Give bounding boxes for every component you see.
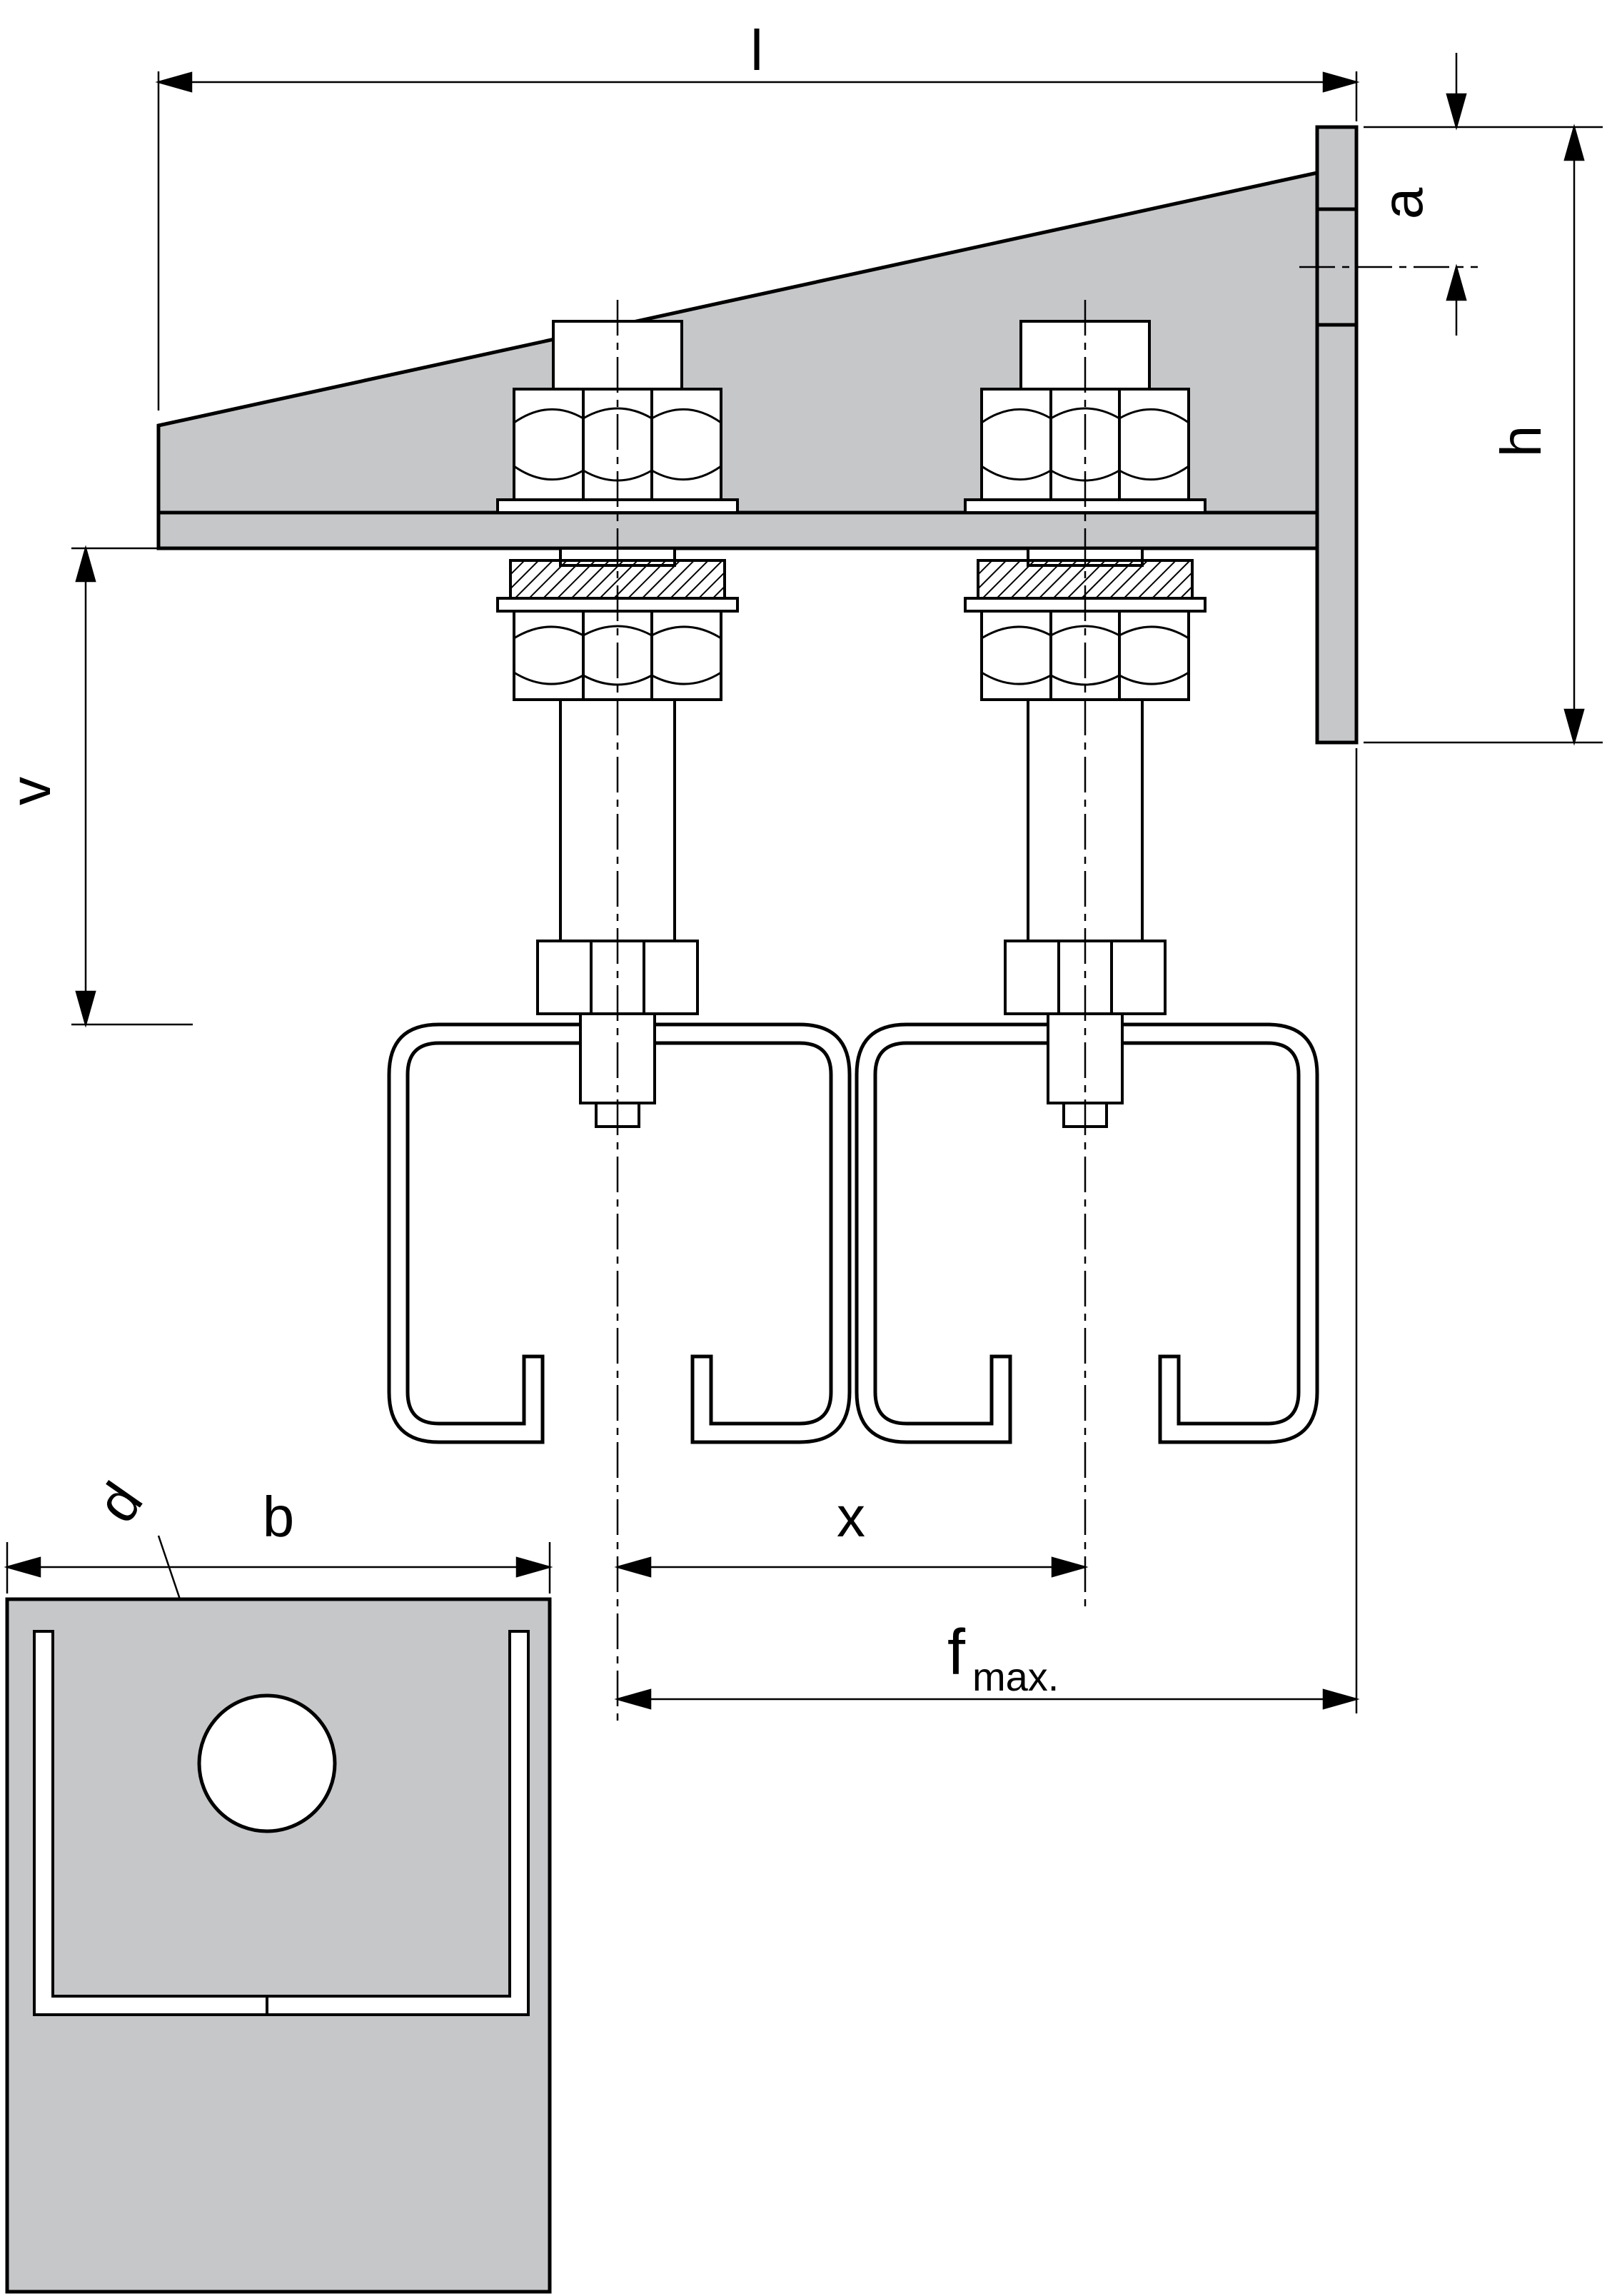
arrowhead <box>1446 93 1467 131</box>
dim-label-a: a <box>1371 187 1434 219</box>
arrowhead <box>614 1688 652 1710</box>
wall-mounting-plate <box>1315 125 1359 745</box>
arrowhead <box>155 71 193 93</box>
arrowhead <box>4 1556 41 1578</box>
mounting-hole-circle <box>197 1693 337 1833</box>
arrowhead <box>1446 263 1467 301</box>
arrowhead <box>614 1556 652 1578</box>
dim-label-h: h <box>1489 426 1553 458</box>
arrowhead <box>515 1556 553 1578</box>
dim-label-b: b <box>263 1485 295 1549</box>
arrowhead <box>1563 124 1585 161</box>
arrowhead <box>1563 708 1585 746</box>
dim-label-f-subscript: max. <box>972 1654 1059 1699</box>
arrowhead <box>75 545 96 583</box>
arrowhead <box>1322 1688 1360 1710</box>
arrowhead <box>1322 71 1360 93</box>
dim-label-d: d <box>84 1471 154 1534</box>
front-view-rail-channel <box>33 1630 530 2016</box>
dim-label-v: v <box>0 777 62 805</box>
arrowhead <box>75 990 96 1028</box>
bracket-flange-plate <box>156 510 1319 550</box>
dim-label-x: x <box>837 1485 865 1549</box>
arrowhead <box>1051 1556 1089 1578</box>
dim-label-l: l <box>750 19 763 82</box>
dim-label-f: f <box>947 1617 966 1688</box>
